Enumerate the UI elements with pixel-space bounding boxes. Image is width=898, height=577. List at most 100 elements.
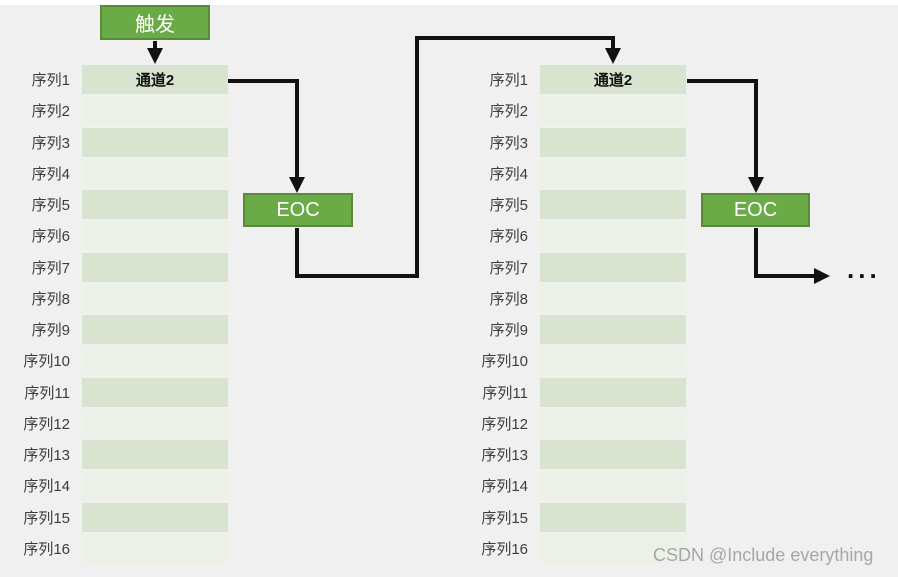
sequence-cell bbox=[82, 190, 228, 220]
sequence-cell bbox=[540, 190, 686, 220]
sequence-cell bbox=[540, 502, 686, 532]
sequence-row-label: 序列10 bbox=[23, 353, 70, 371]
eoc-box-right: EOC bbox=[701, 193, 810, 227]
sequence-row-label: 序列9 bbox=[31, 322, 70, 340]
sequence-cell bbox=[540, 315, 686, 345]
sequence-row: 序列10 bbox=[0, 345, 228, 376]
sequence-row-label: 序列5 bbox=[489, 197, 528, 215]
sequence-cell bbox=[540, 408, 686, 438]
top-strip bbox=[0, 0, 898, 5]
channel-cell: 通道2 bbox=[540, 65, 686, 95]
sequence-row-label: 序列5 bbox=[31, 197, 70, 215]
sequence-cell bbox=[82, 127, 228, 157]
arrow-seq1-right-to-eoc bbox=[687, 79, 764, 193]
sequence-row: 序列13 bbox=[0, 439, 228, 470]
sequence-row-label: 序列14 bbox=[23, 478, 70, 496]
sequence-row-label: 序列16 bbox=[23, 540, 70, 558]
sequence-row-label: 序列16 bbox=[481, 540, 528, 558]
sequence-row: 序列13 bbox=[458, 439, 686, 470]
sequence-row: 序列12 bbox=[0, 408, 228, 439]
sequence-row: 序列1 通道2 bbox=[0, 64, 228, 95]
sequence-row: 序列8 bbox=[458, 283, 686, 314]
sequence-row-label: 序列8 bbox=[31, 290, 70, 308]
sequence-cell bbox=[82, 96, 228, 126]
sequence-row-label: 序列10 bbox=[481, 353, 528, 371]
sequence-cell bbox=[540, 221, 686, 251]
sequence-cell bbox=[82, 533, 228, 563]
sequence-row: 序列8 bbox=[0, 283, 228, 314]
sequence-row-label: 序列9 bbox=[489, 322, 528, 340]
sequence-row-label: 序列7 bbox=[31, 259, 70, 277]
sequence-row-label: 序列14 bbox=[481, 478, 528, 496]
sequence-row-label: 序列8 bbox=[489, 290, 528, 308]
sequence-row-label: 序列2 bbox=[489, 103, 528, 121]
sequence-row: 序列9 bbox=[0, 314, 228, 345]
sequence-cell bbox=[540, 471, 686, 501]
sequence-row-label: 序列15 bbox=[23, 509, 70, 527]
sequence-cell bbox=[540, 127, 686, 157]
sequence-row-label: 序列11 bbox=[482, 384, 528, 402]
sequence-cell bbox=[540, 158, 686, 188]
sequence-cell bbox=[82, 377, 228, 407]
sequence-row: 序列5 bbox=[458, 189, 686, 220]
continuation-ellipsis: ... bbox=[847, 254, 881, 284]
sequence-row-label: 序列1 bbox=[31, 72, 70, 90]
sequence-table-left: 序列1 通道2 序列2 序列3 序列4 序列5 序列6 序列7 序列8 序列9 序列10 序列11 序列… bbox=[0, 64, 228, 564]
sequence-row: 序列11 bbox=[458, 377, 686, 408]
sequence-cell bbox=[82, 283, 228, 313]
sequence-row: 序列14 bbox=[458, 470, 686, 501]
sequence-row: 序列6 bbox=[0, 220, 228, 251]
sequence-row-label: 序列12 bbox=[481, 415, 528, 433]
sequence-row-label: 序列13 bbox=[481, 447, 528, 465]
channel-label: 通道2 bbox=[135, 72, 175, 90]
sequence-row: 序列7 bbox=[458, 252, 686, 283]
sequence-row-label: 序列2 bbox=[31, 103, 70, 121]
sequence-row-label: 序列3 bbox=[489, 134, 528, 152]
sequence-cell bbox=[82, 252, 228, 282]
trigger-box: 触发 bbox=[100, 5, 210, 40]
channel-label: 通道2 bbox=[593, 72, 633, 90]
sequence-table-right: 序列1 通道2 序列2 序列3 序列4 序列5 序列6 序列7 序列8 序列9 序列10 序列11 序列… bbox=[458, 64, 686, 564]
sequence-row-label: 序列11 bbox=[24, 384, 70, 402]
sequence-row-label: 序列7 bbox=[489, 259, 528, 277]
sequence-cell bbox=[540, 252, 686, 282]
trigger-label: 触发 bbox=[135, 14, 175, 36]
sequence-cell bbox=[540, 440, 686, 470]
arrow-eoc-right-to-continuation bbox=[754, 228, 830, 284]
sequence-row: 序列4 bbox=[458, 158, 686, 189]
eoc-box-left: EOC bbox=[243, 193, 353, 227]
sequence-row: 序列3 bbox=[0, 127, 228, 158]
sequence-cell bbox=[82, 440, 228, 470]
sequence-row: 序列3 bbox=[458, 127, 686, 158]
sequence-row-label: 序列4 bbox=[31, 165, 70, 183]
sequence-cell bbox=[82, 502, 228, 532]
sequence-row-label: 序列6 bbox=[489, 228, 528, 246]
sequence-cell bbox=[82, 315, 228, 345]
sequence-row: 序列15 bbox=[0, 502, 228, 533]
sequence-row: 序列2 bbox=[458, 95, 686, 126]
sequence-row: 序列7 bbox=[0, 252, 228, 283]
sequence-row: 序列14 bbox=[0, 470, 228, 501]
sequence-row: 序列2 bbox=[0, 95, 228, 126]
sequence-cell bbox=[540, 96, 686, 126]
eoc-label: EOC bbox=[276, 198, 320, 221]
sequence-row: 序列9 bbox=[458, 314, 686, 345]
sequence-row: 序列12 bbox=[458, 408, 686, 439]
sequence-cell bbox=[82, 471, 228, 501]
sequence-row: 序列4 bbox=[0, 158, 228, 189]
sequence-cell bbox=[82, 408, 228, 438]
eoc-label: EOC bbox=[733, 198, 778, 221]
sequence-row: 序列16 bbox=[0, 533, 228, 564]
sequence-row-label: 序列15 bbox=[481, 509, 528, 527]
arrow-seq1-left-to-eoc bbox=[228, 79, 305, 193]
sequence-row-label: 序列1 bbox=[489, 72, 528, 90]
sequence-row: 序列10 bbox=[458, 345, 686, 376]
sequence-row-label: 序列3 bbox=[31, 134, 70, 152]
sequence-row: 序列15 bbox=[458, 502, 686, 533]
sequence-cell bbox=[540, 346, 686, 376]
sequence-row-label: 序列12 bbox=[23, 415, 70, 433]
sequence-row: 序列1 通道2 bbox=[458, 64, 686, 95]
sequence-cell bbox=[540, 533, 686, 563]
sequence-cell bbox=[82, 221, 228, 251]
